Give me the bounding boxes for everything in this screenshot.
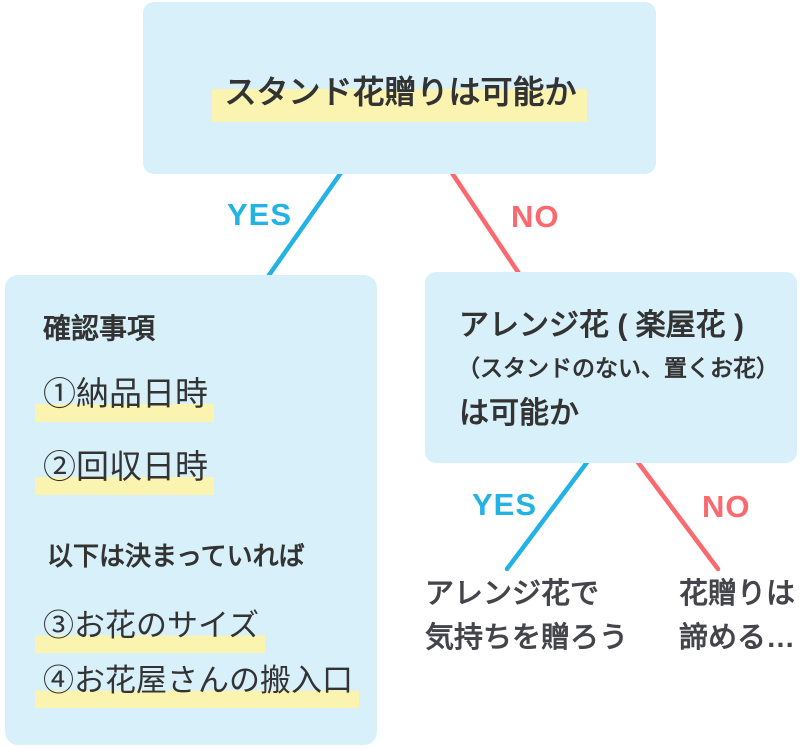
top-yes-label: YES: [227, 197, 293, 232]
checklist-item-1-text: ①納品日時: [35, 374, 214, 422]
arrange-question-line-1: アレンジ花 ( 楽屋花 ): [459, 309, 744, 342]
arrange-question-line-3: は可能か: [459, 397, 579, 430]
checklist-subheading: 以下は決まっていれば: [47, 541, 305, 571]
bottom-yes-label: YES: [472, 487, 538, 522]
checklist-item-2-text: ②回収日時: [35, 447, 214, 495]
checklist-item-2: ②回収日時: [35, 447, 214, 495]
no-result-line-2: 諦める…: [679, 622, 796, 654]
arrange-question-box: アレンジ花 ( 楽屋花 ) （スタンドのない、置くお花） は可能か: [425, 272, 797, 463]
checklist-item-1: ①納品日時: [35, 374, 214, 422]
root-question-title: スタンド花贈りは可能か: [212, 72, 587, 122]
checklist-item-3: ③お花のサイズ: [35, 607, 266, 653]
checklist-item-4-text: ④お花屋さんの搬入口: [35, 662, 359, 708]
bottom-yes-connector-line: [504, 454, 594, 572]
checklist-box: 確認事項 ①納品日時 ②回収日時 以下は決まっていれば ③お花のサイズ ④お花屋…: [5, 275, 377, 745]
checklist-item-3-text: ③お花のサイズ: [35, 607, 266, 653]
no-result-line-1: 花贈りは: [679, 578, 796, 610]
top-no-connector-line: [445, 164, 525, 281]
root-question-box: スタンド花贈りは可能か: [143, 2, 656, 174]
bottom-no-label: NO: [702, 489, 751, 524]
top-no-label: NO: [511, 199, 560, 234]
bottom-no-connector-line: [631, 454, 721, 572]
arrange-question-line-2: （スタンドのない、置くお花）: [457, 355, 779, 381]
yes-result-text: アレンジ花で 気持ちを贈ろう: [425, 572, 628, 660]
checklist-heading: 確認事項: [43, 313, 156, 344]
yes-result-line-2: 気持ちを贈ろう: [425, 622, 629, 654]
yes-result-line-1: アレンジ花で: [425, 578, 600, 610]
top-yes-connector-line: [264, 164, 348, 281]
no-result-text: 花贈りは 諦める…: [679, 572, 795, 660]
checklist-item-4: ④お花屋さんの搬入口: [35, 662, 359, 708]
